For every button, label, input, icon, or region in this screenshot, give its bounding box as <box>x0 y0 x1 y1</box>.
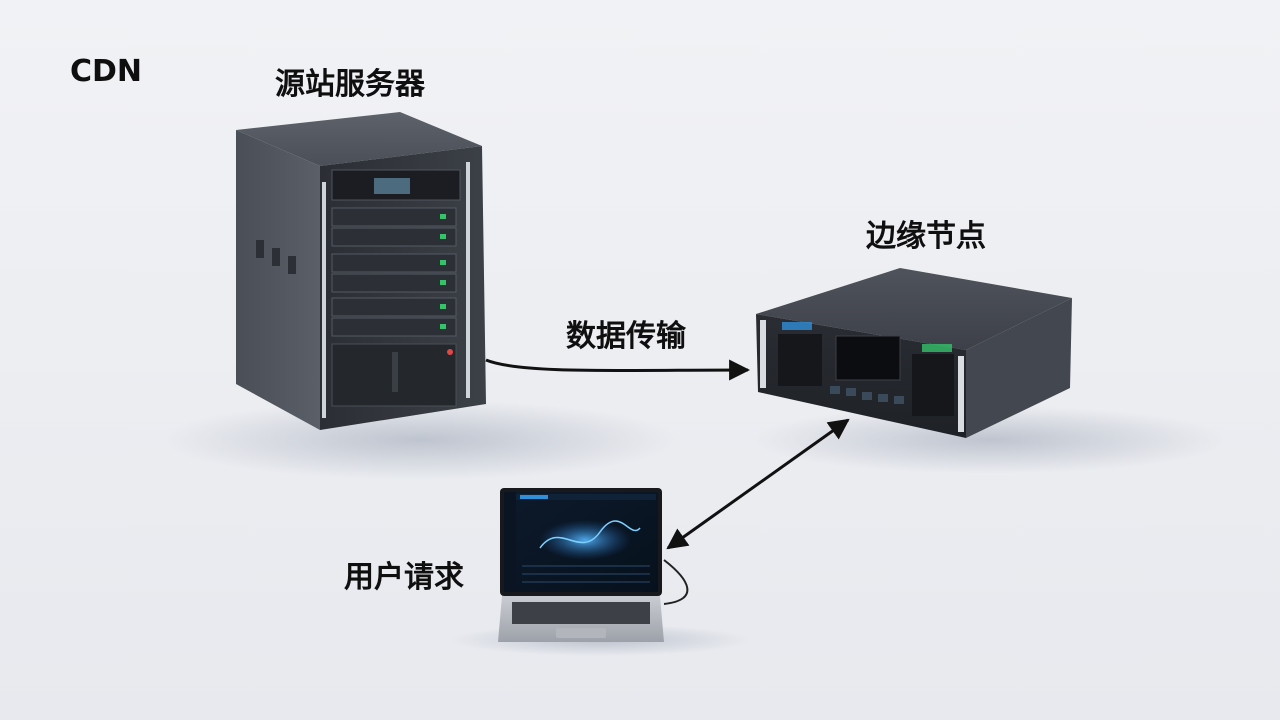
laptop-client <box>498 488 689 642</box>
tower-side-face <box>236 130 320 430</box>
side-vent <box>288 256 296 274</box>
edge-side-face <box>966 298 1072 438</box>
screen-accent-bar <box>520 495 548 499</box>
page-title: CDN <box>70 54 143 89</box>
laptop-keyboard <box>512 602 650 624</box>
led-indicator <box>440 304 446 309</box>
origin-server-label: 源站服务器 <box>275 67 425 102</box>
led-indicator <box>440 280 446 285</box>
user-request-arrow <box>666 418 850 550</box>
screen-wave-line <box>539 520 641 549</box>
led-indicator <box>440 234 446 239</box>
side-vent <box>256 240 264 258</box>
tower-top-face <box>236 112 482 166</box>
edge-node-label: 边缘节点 <box>866 219 986 254</box>
laptop-trackpad <box>556 628 606 638</box>
user-request-label: 用户请求 <box>344 560 464 595</box>
edge-vent-right <box>912 354 954 416</box>
status-lights <box>392 352 398 392</box>
laptop-cable <box>663 559 689 605</box>
screen-sidebar <box>504 492 516 592</box>
origin-server-tower <box>236 112 486 430</box>
edge-vent-left <box>778 334 822 386</box>
side-vent <box>272 248 280 266</box>
screen-header-bar <box>516 494 656 500</box>
edge-node-shadow <box>750 406 1230 474</box>
power-led-icon <box>447 349 453 355</box>
data-transfer-arrow <box>485 358 751 381</box>
front-rail-right <box>466 162 470 398</box>
edge-node-unit <box>756 268 1072 438</box>
edge-logo-badge <box>782 322 812 330</box>
screen-wave-visualization <box>539 520 631 560</box>
screen-data-rows <box>522 565 650 583</box>
led-indicator <box>440 214 446 219</box>
data-transfer-label: 数据传输 <box>566 319 686 354</box>
drive-bays <box>331 207 457 337</box>
edge-port-row <box>830 386 904 404</box>
edge-logo-badge <box>922 344 952 352</box>
origin-server-shadow <box>160 400 680 480</box>
front-rail-left <box>322 182 326 418</box>
tower-lcd-display <box>374 178 410 194</box>
edge-lcd-display <box>835 335 901 381</box>
led-indicator <box>440 324 446 329</box>
edge-handle-right <box>958 356 964 432</box>
edge-top-face <box>756 268 1072 350</box>
led-indicator <box>440 260 446 265</box>
edge-handle-left <box>760 320 766 388</box>
